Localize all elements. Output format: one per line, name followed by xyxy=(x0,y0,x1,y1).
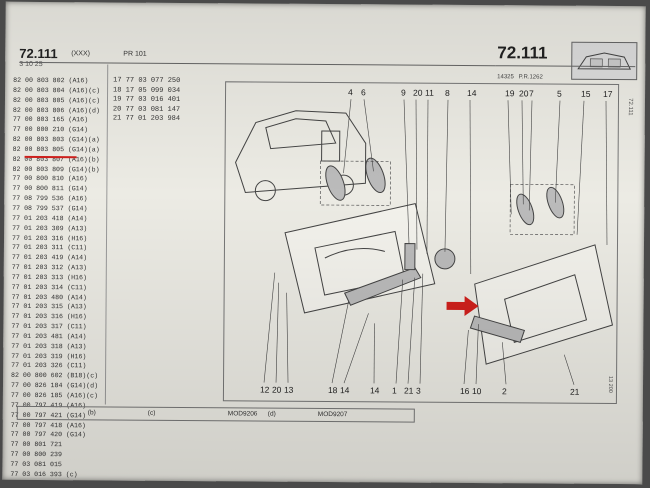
callout-number: 11 xyxy=(425,87,434,98)
reference-list-item: 21 77 01 203 984 xyxy=(112,114,181,123)
callout-number: 20 xyxy=(413,87,423,98)
callout-number: 4 xyxy=(348,87,353,98)
car-outline-drawing xyxy=(235,110,367,202)
legend-mod1: MOD9206 xyxy=(227,410,258,418)
parts-list-item: 77 01 203 326 (C11) xyxy=(11,362,87,370)
reference-list-item: 20 77 03 081 147 xyxy=(112,105,181,114)
legend-bar: (b) (c) MOD9206 (d) MOD9207 xyxy=(16,405,415,423)
parts-list-item: 77 03 081 015 xyxy=(10,460,62,469)
callout-number: 14 xyxy=(467,87,477,99)
parts-list-item: 77 01 203 311 (C11) xyxy=(11,244,88,252)
parts-list-item: 77 08 799 536 (A16) xyxy=(12,194,88,203)
parts-list-item: 82 00 803 805 (A16)(c) xyxy=(12,96,101,105)
callout-number: 2 xyxy=(501,386,507,397)
callout-number: 14 xyxy=(369,385,380,396)
header-rule xyxy=(19,61,496,67)
parts-list-item: 77 01 203 316 (H16) xyxy=(12,234,88,242)
callout-number: 19 xyxy=(505,88,515,99)
parts-list-item: 82 00 803 803 (G14)(a) xyxy=(12,135,100,144)
leader-lines xyxy=(263,99,608,385)
parts-list-item: 82 00 800 602 (B18)(c) xyxy=(11,372,99,380)
parts-list-item: 77 01 203 319 (H16) xyxy=(11,352,87,360)
parts-list-item: 77 01 203 481 (A14) xyxy=(11,332,87,341)
header-code: (XXX) xyxy=(71,50,91,58)
armrest-parts xyxy=(325,157,565,343)
parts-list-item: 77 01 203 313 (H16) xyxy=(11,273,87,282)
parts-list-item: 82 00 803 805 (G14)(a) xyxy=(12,145,100,154)
callout-number: 14 xyxy=(339,385,350,396)
parts-list-item: 77 00 800 810 (A16) xyxy=(12,175,88,183)
parts-list-item: 77 00 826 185 (A16)(c) xyxy=(10,391,99,400)
parts-list-item: 77 00 800 210 (G14) xyxy=(12,126,88,134)
callout-number: 17 xyxy=(603,88,613,100)
parts-list-item: 82 00 803 804 (A16)(c) xyxy=(13,86,101,95)
parts-list-item: 77 01 203 312 (A13) xyxy=(11,263,88,272)
callout-number: 7 xyxy=(529,88,534,99)
callout-number: 10 xyxy=(471,386,482,397)
car-thumbnail xyxy=(571,41,638,81)
parts-list-item: 77 01 203 317 (C11) xyxy=(11,322,87,331)
callout-number: 1 xyxy=(391,385,397,396)
parts-number-list: 82 00 803 802 (A16)82 00 803 804 (A16)(c… xyxy=(10,76,100,484)
reference-list-item: 19 77 03 016 401 xyxy=(112,95,181,104)
side-code-bottom: 13 200 xyxy=(606,375,614,393)
callout-number: 8 xyxy=(445,87,450,98)
callout-number: 3 xyxy=(415,385,421,396)
parts-list-item: 77 01 203 318 (A13) xyxy=(11,342,87,351)
parts-list-item: 82 00 803 806 (A16)(d) xyxy=(12,106,101,114)
parts-list-item: 77 03 016 393 (c) xyxy=(10,470,78,479)
red-arrow-icon xyxy=(446,295,479,316)
parts-list-item: 77 01 203 314 (C11) xyxy=(11,283,87,292)
parts-list-item: 77 01 203 315 (A13) xyxy=(11,303,87,311)
callout-number: 9 xyxy=(401,87,406,98)
parts-list-item: 77 01 203 316 (H16) xyxy=(11,313,87,321)
parts-list-item: 77 00 803 165 (A16) xyxy=(12,116,89,124)
callout-number: 6 xyxy=(361,87,366,98)
parts-list-item: 77 08 799 537 (G14) xyxy=(12,204,88,213)
parts-list-item: 77 00 800 239 xyxy=(10,450,62,459)
page-number-left: 72.111 3 10 25 xyxy=(19,45,58,69)
page-number-right: 72.111 14325 P.R.1262 xyxy=(497,43,548,81)
callout-number: 21 xyxy=(403,385,414,396)
dashed-groupings xyxy=(319,160,575,236)
callout-number: 15 xyxy=(581,88,591,99)
parts-list-item: 77 00 800 811 (G14) xyxy=(12,185,88,193)
callout-number: 21 xyxy=(569,386,580,397)
parts-list-item: 77 01 203 309 (A13) xyxy=(12,224,88,233)
legend-b: (b) xyxy=(87,409,96,417)
side-code-right: 72.111 xyxy=(626,98,634,116)
callout-number: 18 xyxy=(327,385,338,396)
parts-list-item: 77 00 797 418 (A16) xyxy=(10,421,86,429)
right-door-panel xyxy=(474,244,614,365)
parts-list-item: 77 00 797 420 (G14) xyxy=(10,431,86,439)
callout-number: 13 xyxy=(283,384,294,395)
callout-number: 16 xyxy=(459,385,470,397)
callout-number: 20 xyxy=(519,88,529,99)
callout-number: 12 xyxy=(259,384,270,395)
reference-list-item: 18 17 05 099 034 xyxy=(113,86,181,95)
header-pr-label: PR 101 xyxy=(123,50,147,58)
reference-list-item: 17 77 03 077 250 xyxy=(113,76,181,85)
callout-number: 5 xyxy=(557,88,562,99)
red-highlight-line xyxy=(24,155,77,159)
parts-list-item: 77 00 826 184 (G14)(d) xyxy=(10,381,99,390)
parts-list-item: 82 00 803 802 (A16) xyxy=(13,76,89,85)
legend-d: (d) xyxy=(267,410,276,418)
parts-list-item: 77 03 016 475 (d) xyxy=(10,480,78,485)
parts-list-item: 77 01 203 419 (A14) xyxy=(11,254,88,262)
parts-list-item: 77 00 801 721 xyxy=(10,441,63,449)
parts-list-item: 77 01 203 418 (A14) xyxy=(12,214,88,223)
column-divider xyxy=(104,64,109,405)
parts-list-item: 82 00 803 809 (G14)(b) xyxy=(12,165,100,174)
legend-mod2: MOD9207 xyxy=(317,410,348,419)
callout-number: 20 xyxy=(271,384,282,395)
legend-c: (c) xyxy=(147,409,156,417)
parts-list-item: 77 01 203 480 (A14) xyxy=(11,293,87,301)
